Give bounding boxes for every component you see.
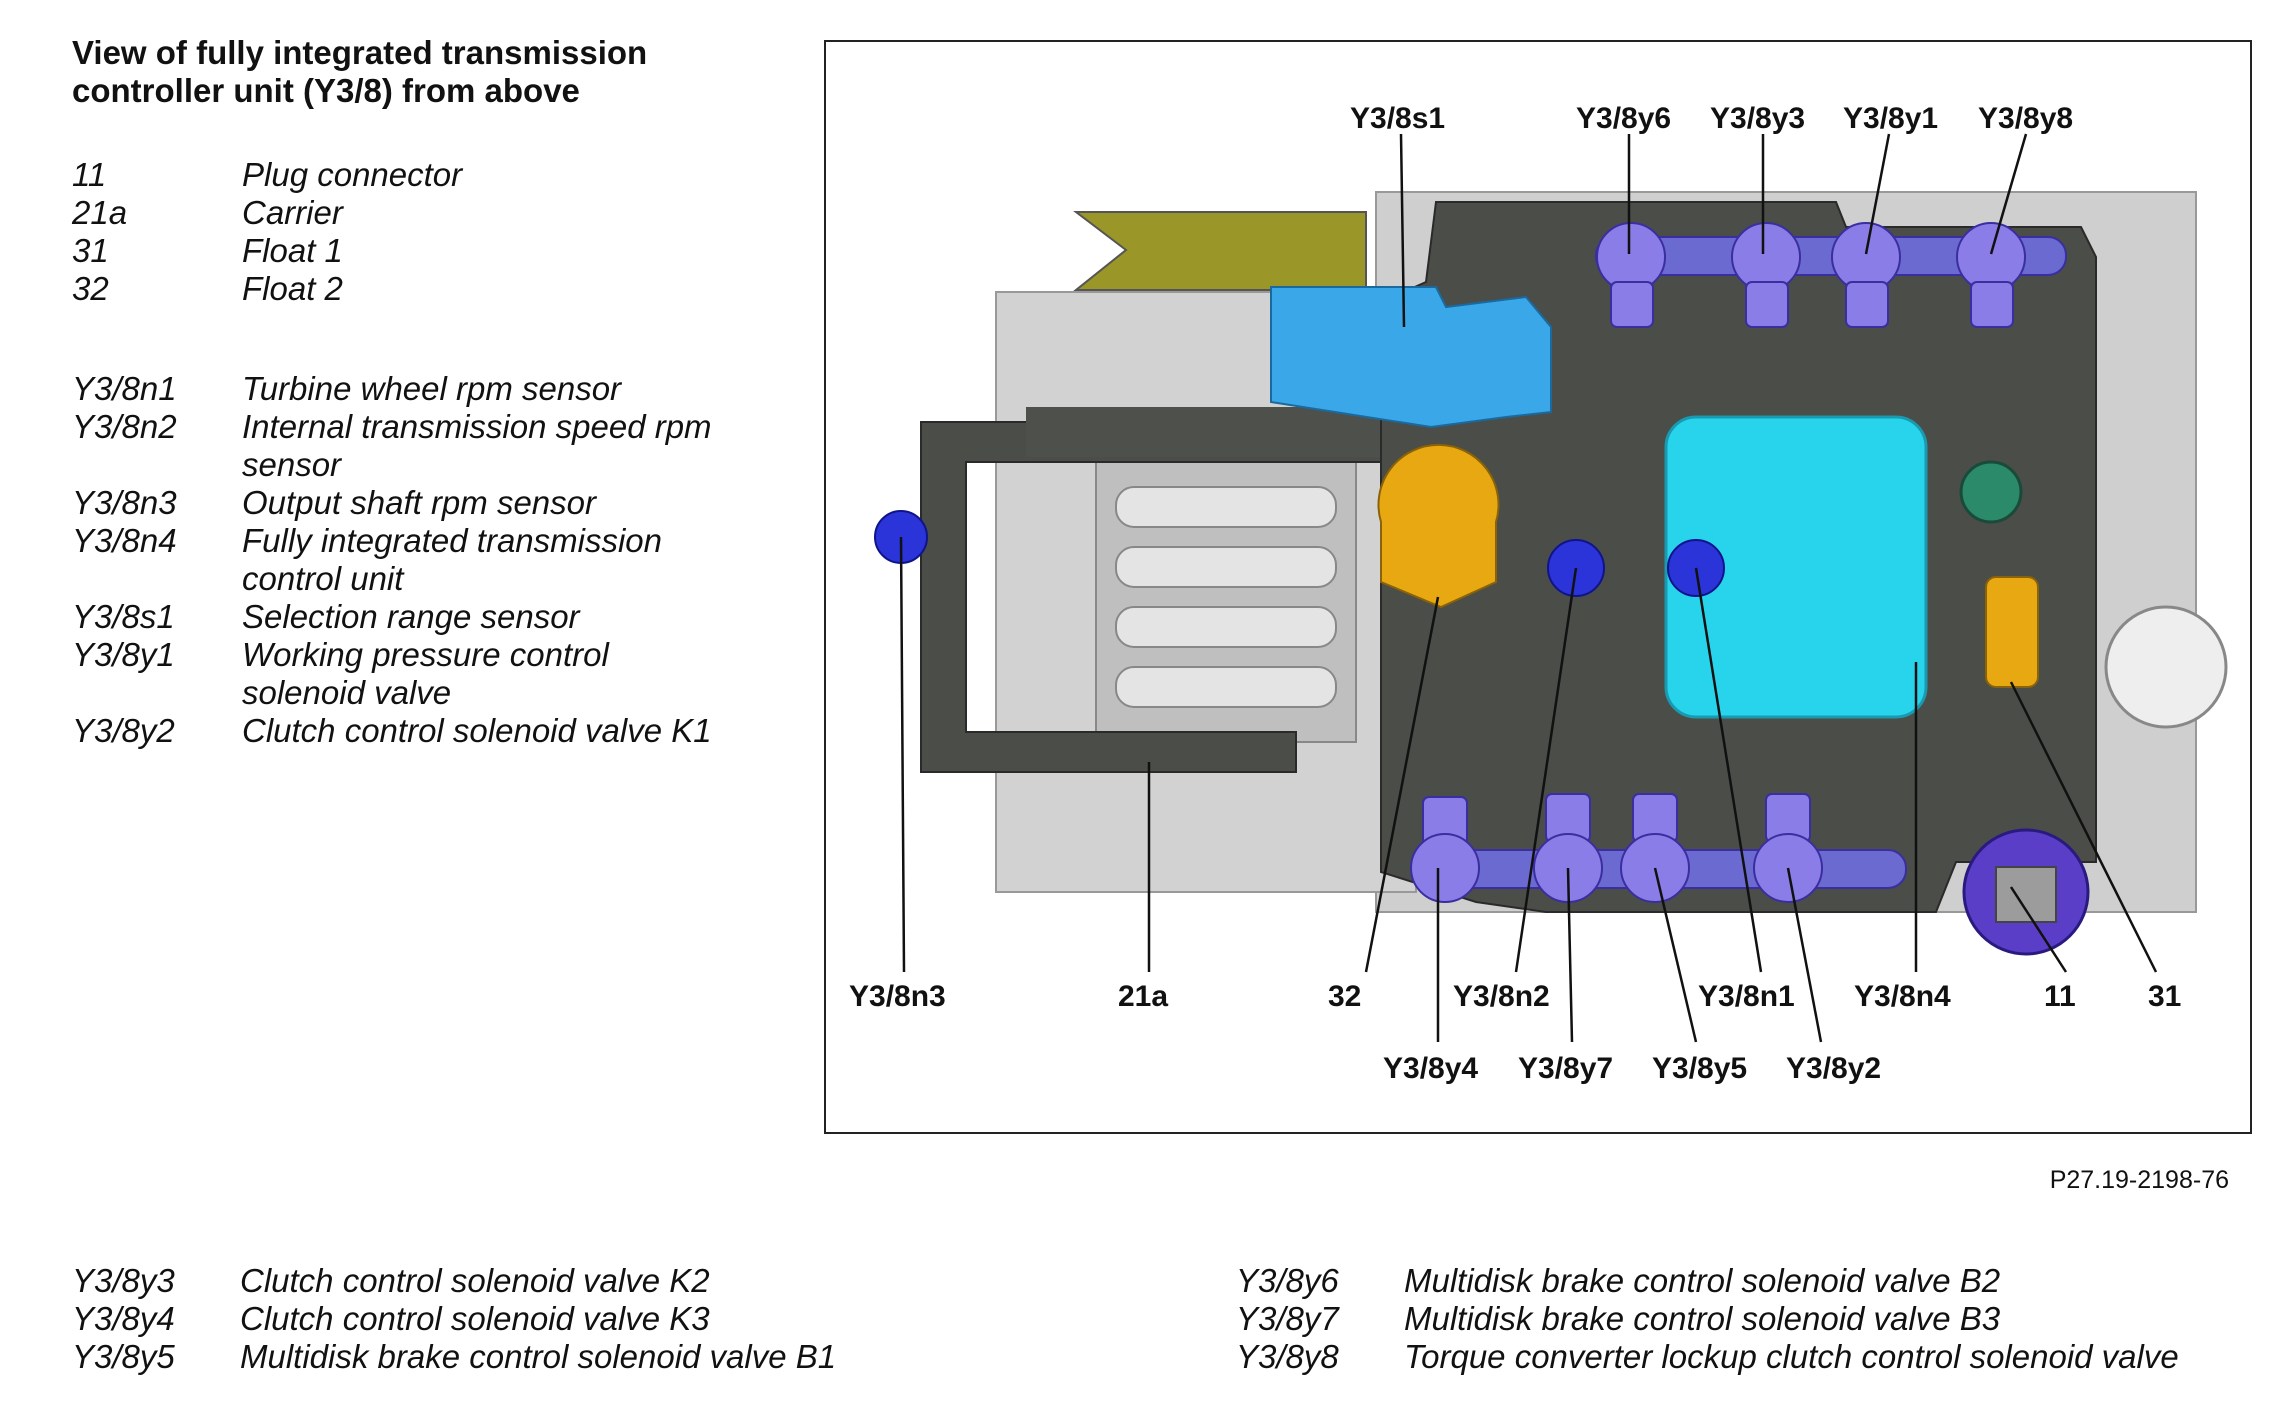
callout-y3-8n3: Y3/8n3 <box>849 980 946 1013</box>
legend-code: Y3/8n3 <box>72 484 177 521</box>
figure-drawing: Y3/8s1 Y3/8y6 Y3/8y3 Y3/8y1 Y3/8y8 Y3/8n… <box>849 102 2228 1085</box>
legend-item: Y3/8y1 Working pressure control solenoid … <box>72 636 802 712</box>
legend-code: Y3/8y3 <box>72 1262 175 1299</box>
legend-code: 11 <box>72 156 107 193</box>
legend-code: Y3/8y4 <box>72 1300 175 1337</box>
legend-code: Y3/8n1 <box>72 370 177 407</box>
callout-y3-8n2: Y3/8n2 <box>1453 980 1550 1013</box>
legend-desc: Plug connector <box>242 156 463 193</box>
callout-y3-8y1: Y3/8y1 <box>1843 102 1938 135</box>
legend-code: Y3/8n2 <box>72 408 177 445</box>
legend-components: Y3/8n1 Turbine wheel rpm sensor Y3/8n2 Int… <box>72 370 802 750</box>
legend-code: Y3/8y2 <box>72 712 175 749</box>
legend-parts: 11 Plug connector 21a Carrier 31 Float 1 32… <box>72 156 802 308</box>
legend-desc: Turbine wheel rpm sensor <box>242 370 622 407</box>
legend-item: 31 Float 1 <box>72 232 802 270</box>
legend-code: Y3/8y1 <box>72 636 175 673</box>
legend-desc: Clutch control solenoid valve K1 <box>242 712 712 749</box>
callout-y3-8y8: Y3/8y8 <box>1978 102 2073 135</box>
callout-y3-8y3: Y3/8y3 <box>1710 102 1805 135</box>
callout-11: 11 <box>2044 980 2076 1013</box>
callout-y3-8y5: Y3/8y5 <box>1652 1052 1747 1085</box>
legend-item: Y3/8y8 Torque converter lockup clutch con… <box>1236 1338 2281 1376</box>
legend-desc: Multidisk brake control solenoid valve B… <box>1404 1300 2001 1337</box>
legend-item: Y3/8y3 Clutch control solenoid valve K2 <box>72 1262 1140 1300</box>
callout-31: 31 <box>2148 980 2181 1013</box>
callout-y3-8y2: Y3/8y2 <box>1786 1052 1881 1085</box>
bottom-solenoid-valves <box>1410 793 1907 903</box>
callout-y3-8y6: Y3/8y6 <box>1576 102 1671 135</box>
valve-spools <box>1115 486 1337 708</box>
legend-desc: Multidisk brake control solenoid valve B… <box>240 1338 837 1375</box>
legend-desc: Float 2 <box>242 270 343 307</box>
legend-bottom-left: Y3/8y3 Clutch control solenoid valve K2 Y… <box>72 1262 1140 1376</box>
legend-item: Y3/8y7 Multidisk brake control solenoid v… <box>1236 1300 2281 1338</box>
float-2 <box>1377 443 1500 609</box>
callout-y3-8y4: Y3/8y4 <box>1383 1052 1478 1085</box>
callout-21a: 21a <box>1118 980 1168 1013</box>
legend-item: 21a Carrier <box>72 194 802 232</box>
legend-item: 11 Plug connector <box>72 156 802 194</box>
legend-desc: Carrier <box>242 194 343 231</box>
grommet <box>1959 460 2023 524</box>
legend-code: 32 <box>72 270 109 307</box>
legend-code: Y3/8y6 <box>1236 1262 1339 1299</box>
transmission-control-unit-figure: Y3/8s1 Y3/8y6 Y3/8y3 Y3/8y1 Y3/8y8 Y3/8n… <box>824 40 2252 1134</box>
legend-item: Y3/8y6 Multidisk brake control solenoid v… <box>1236 1262 2281 1300</box>
legend-item: Y3/8n4 Fully integrated transmission cont… <box>72 522 802 598</box>
legend-code: Y3/8s1 <box>72 598 175 635</box>
float-1 <box>1985 576 2039 688</box>
callout-y3-8n1: Y3/8n1 <box>1698 980 1795 1013</box>
legend-code: Y3/8y7 <box>1236 1300 1339 1337</box>
legend-item: Y3/8y4 Clutch control solenoid valve K3 <box>72 1300 1140 1338</box>
callout-y3-8y7: Y3/8y7 <box>1518 1052 1613 1085</box>
legend-desc: Output shaft rpm sensor <box>242 484 596 521</box>
top-solenoid-valves <box>1595 222 2067 328</box>
legend-item: Y3/8s1 Selection range sensor <box>72 598 802 636</box>
legend-item: Y3/8y2 Clutch control solenoid valve K1 <box>72 712 802 750</box>
legend-code: 21a <box>72 194 128 231</box>
leader-lines <box>899 133 2158 1043</box>
callout-y3-8s1: Y3/8s1 <box>1350 102 1445 135</box>
callout-y3-8n4: Y3/8n4 <box>1854 980 1951 1013</box>
control-unit-pcb <box>1664 415 1928 719</box>
legend-desc: Clutch control solenoid valve K2 <box>240 1262 710 1299</box>
legend-desc: Float 1 <box>242 232 343 269</box>
page-title: View of fully integrated transmission co… <box>72 34 648 109</box>
legend-item: Y3/8y5 Multidisk brake control solenoid v… <box>72 1338 1140 1376</box>
legend-item: Y3/8n1 Turbine wheel rpm sensor <box>72 370 802 408</box>
legend-desc: Torque converter lockup clutch control s… <box>1404 1338 2179 1375</box>
legend-code: Y3/8y5 <box>72 1338 175 1375</box>
legend-item: Y3/8n3 Output shaft rpm sensor <box>72 484 802 522</box>
callout-32: 32 <box>1328 980 1361 1013</box>
housing-top-bar <box>1026 407 1406 457</box>
legend-desc: Clutch control solenoid valve K3 <box>240 1300 710 1337</box>
selector-lever <box>1073 211 1367 291</box>
plate-bore <box>2104 605 2228 729</box>
legend-desc: Multidisk brake control solenoid valve B… <box>1404 1262 2001 1299</box>
legend-item: 32 Float 2 <box>72 270 802 308</box>
legend-desc: Fully integrated transmission control un… <box>242 522 663 597</box>
legend-code: Y3/8y8 <box>1236 1338 1339 1375</box>
legend-desc: Working pressure control solenoid valve <box>242 636 609 711</box>
legend-code: Y3/8n4 <box>72 522 177 559</box>
selection-range-sensor <box>1270 286 1552 429</box>
legend-item: Y3/8n2 Internal transmission speed rpm se… <box>72 408 802 484</box>
legend-code: 31 <box>72 232 109 269</box>
legend-desc: Internal transmission speed rpm sensor <box>242 408 712 483</box>
figure-id: P27.19-2198-76 <box>2049 1166 2229 1194</box>
legend-desc: Selection range sensor <box>242 598 580 635</box>
